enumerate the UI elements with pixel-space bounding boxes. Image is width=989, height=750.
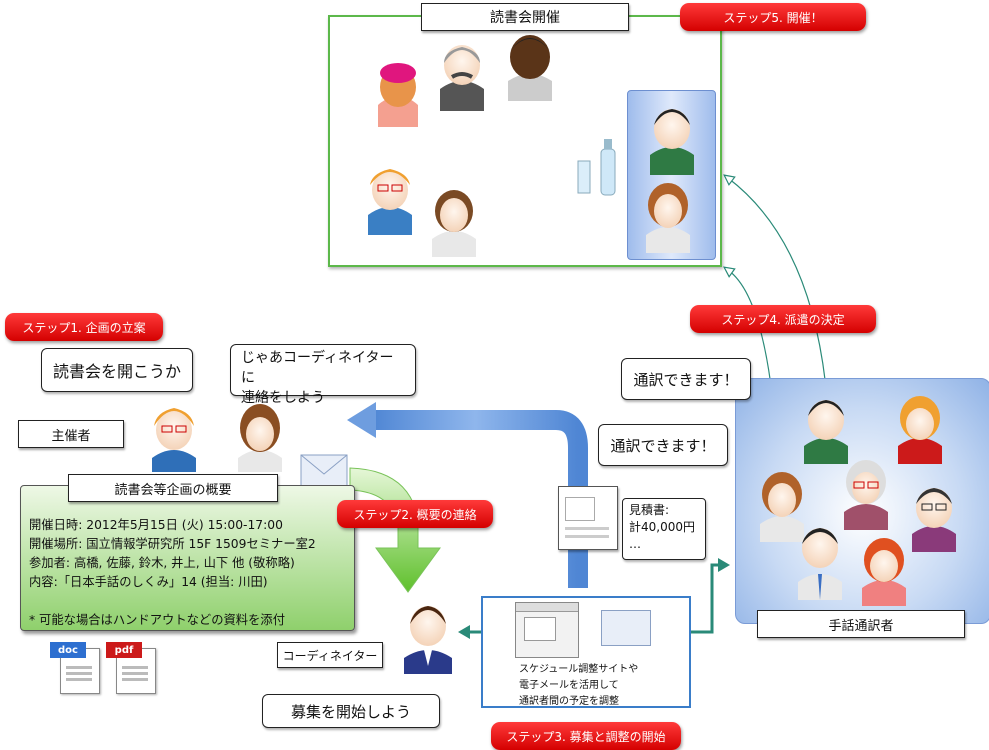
coordinator-label: コーディネイター [277,642,383,668]
interpreter-avatar-7 [862,538,906,606]
assistant-avatar [238,404,282,472]
scheduling-desc-line1: スケジュール調整サイトや [519,664,639,675]
summary-line [29,592,346,611]
quote-document-icon [558,486,618,550]
doc-file-icon: doc [50,642,100,694]
summary-line: 開催日時: 2012年5月15日 (火) 15:00-17:00 [29,518,283,532]
coordinator-speech-bubble: 募集を開始しよう [262,694,440,728]
teal-arrows [458,178,827,639]
step1-badge: ステップ1. 企画の立案 [5,313,163,341]
quote-line1: 見積書: [629,503,670,517]
assistant-speech-line1: じゃあコーディネイターに [241,350,394,386]
quote-line2: 計40,000円 [629,520,695,534]
pdf-file-label: pdf [106,642,142,658]
email-icon [601,610,651,646]
step4-badge: ステップ4. 派遣の決定 [690,305,876,333]
coordinator-speech-text: 募集を開始しよう [290,702,411,721]
interpreter-avatar-5 [912,488,956,552]
interpreter-avatar-3 [760,472,804,542]
plan-summary-card: 開催日時: 2012年5月15日 (火) 15:00-17:00 開催場所: 国… [20,485,355,631]
organizer-figures [152,404,282,472]
meeting-title: 読書会開催 [421,3,629,31]
organizer-speech-bubble: 読書会を開こうか [41,348,193,392]
pdf-file-icon: pdf [106,642,156,694]
step2-badge: ステップ2. 概要の連絡 [337,500,493,528]
assistant-speech-bubble: じゃあコーディネイターに 連絡をしよう [230,344,416,406]
interpreter-pool-label: 手話通訳者 [757,610,965,638]
quote-line3: … [629,537,641,551]
interpreter-speech-text-2: 通訳できます！ [610,436,716,455]
scheduling-site-icon [515,602,579,658]
water-bottle-icon [577,139,616,196]
interpreter-speech-bubble-2: 通訳できます！ [598,424,728,466]
interpreter-speech-bubble-1: 通訳できます！ [621,358,751,400]
summary-line: * 可能な場合はハンドアウトなどの資料を添付 [29,613,285,627]
participant-avatar-1 [378,63,418,127]
scheduling-box: スケジュール調整サイトや 電子メールを活用して 通訳者間の予定を調整 [481,596,691,708]
step5-badge: ステップ5. 開催！ [680,3,866,31]
scheduling-desc-line3: 通訳者間の予定を調整 [519,696,619,707]
interpreter-avatar-1 [804,400,848,464]
participant-avatar-2 [440,45,484,111]
blue-feedback-arrow [347,402,588,588]
summary-title: 読書会等企画の概要 [68,474,278,502]
quote-bubble: 見積書: 計40,000円 … [622,498,706,560]
participant-avatar-5 [432,190,476,257]
organizer-speech-text: 読書会を開こうか [52,362,181,381]
organizer-avatar [152,408,196,472]
step3-badge: ステップ3. 募集と調整の開始 [491,722,681,750]
assistant-speech-line2: 連絡をしよう [241,390,325,406]
summary-line: 開催場所: 国立情報学研究所 15F 1509セミナー室2 [29,537,316,551]
booth-interpreter-1 [650,109,694,175]
envelope-icon [300,454,348,488]
green-step2-arrow [349,467,441,593]
interpreter-avatar-4 [844,460,888,530]
interpreter-avatar-6 [798,528,842,600]
participant-avatar-3 [508,35,552,101]
coordinator-avatar [404,606,452,674]
participant-avatar-4 [368,169,412,235]
interpreter-figures [760,396,956,606]
summary-line: 参加者: 高橋, 佐藤, 鈴木, 井上, 山下 他 (敬称略) [29,556,295,570]
summary-line: 内容:「日本手話のしくみ」14 (担当: 川田) [29,575,268,589]
booth-interpreter-2 [646,183,690,253]
scheduling-desc-line2: 電子メールを活用して [519,680,619,691]
interpreter-avatar-2 [898,396,942,464]
doc-file-label: doc [50,642,86,658]
organizer-label: 主催者 [18,420,124,448]
interpreter-speech-text-1: 通訳できます！ [633,370,739,389]
meeting-participants [368,35,694,257]
